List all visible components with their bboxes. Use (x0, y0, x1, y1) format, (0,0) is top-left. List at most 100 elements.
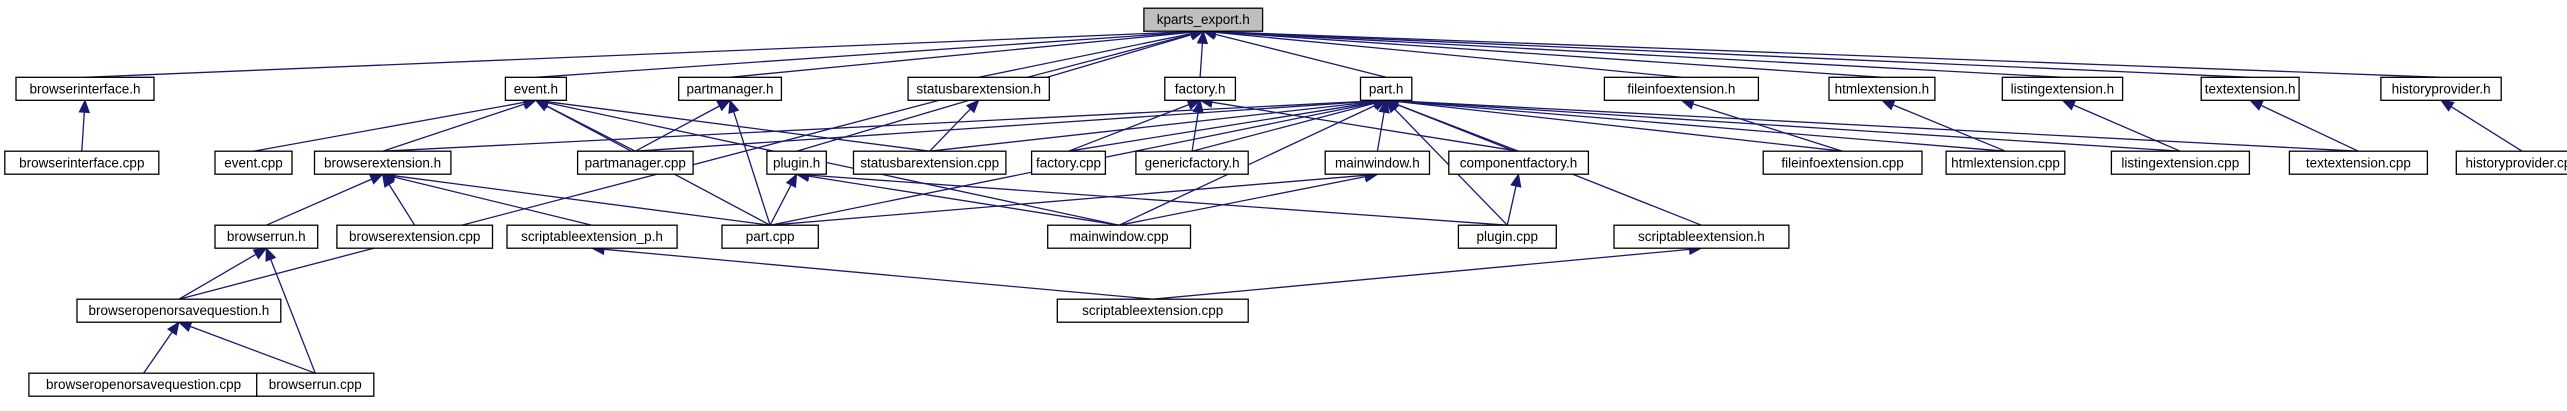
graph-node-mainwindow-h[interactable]: mainwindow.h (1324, 150, 1431, 175)
edge-statusbarextension_cpp-to-part_h (929, 100, 1375, 152)
edge-browseropenorsavequestion_cpp-to-browseropenorsavequestion_h (143, 331, 173, 374)
node-label: componentfactory.h (1460, 155, 1578, 170)
edge-mainwindow_cpp-to-event_h (547, 102, 1120, 226)
graph-node-mainwindow-cpp[interactable]: mainwindow.cpp (1047, 224, 1192, 249)
arrowhead-icon (785, 173, 798, 188)
node-box (721, 224, 819, 249)
graph-node-historyprovider-cpp[interactable]: historyprovider.cpp (2455, 150, 2567, 175)
arrowhead-icon (1378, 99, 1390, 114)
graph-node-factory-h[interactable]: factory.h (1164, 76, 1237, 101)
graph-node-browserextension-cpp[interactable]: browserextension.cpp (336, 224, 494, 249)
graph-node-browserrun-h[interactable]: browserrun.h (214, 224, 319, 249)
edge-browserextension_h-to-part_h (382, 100, 1375, 152)
graph-node-statusbarextension-h[interactable]: statusbarextension.h (907, 76, 1050, 101)
edge-browserinterface_cpp-to-browserinterface_h (81, 112, 85, 152)
node-label: htmlextension.h (1835, 81, 1930, 96)
node-box (506, 224, 678, 249)
arrowhead-icon (265, 246, 277, 262)
edge-htmlextension_cpp-to-htmlextension_h (1892, 104, 2006, 152)
node-label: fileinfoextension.cpp (1781, 155, 1903, 170)
graph-node-plugin-cpp[interactable]: plugin.cpp (1457, 224, 1557, 249)
graph-node-statusbarextension-cpp[interactable]: statusbarextension.cpp (852, 150, 1007, 175)
graph-node-browserextension-h[interactable]: browserextension.h (313, 150, 452, 175)
node-box (2001, 76, 2124, 101)
node-label: browserrun.h (227, 229, 306, 244)
node-box (1030, 150, 1107, 175)
graph-node-plugin-h[interactable]: plugin.h (766, 150, 827, 175)
nodes-layer: kparts_export.h browserinterface.h browser… (4, 7, 2567, 397)
graph-node-genericfactory-h[interactable]: genericfactory.h (1135, 150, 1249, 175)
graph-node-browserrun-cpp[interactable]: browserrun.cpp (256, 372, 375, 397)
node-label: browseropenorsavequestion.h (88, 303, 269, 318)
node-label: factory.h (1175, 81, 1226, 96)
graph-node-browseropenorsavequestion-cpp[interactable]: browseropenorsavequestion.cpp (28, 372, 259, 397)
edge-part_cpp-to-partmanager_h (733, 111, 771, 226)
node-box (766, 150, 827, 175)
node-box (1448, 150, 1590, 175)
graph-node-part-cpp[interactable]: part.cpp (721, 224, 819, 249)
edge-plugin_cpp-to-componentfactory_h (1506, 185, 1517, 226)
edge-event_h-to-kparts_export (535, 31, 1192, 78)
graph-node-textextension-h[interactable]: textextension.h (2200, 76, 2300, 101)
node-label: partmanager.h (686, 81, 773, 96)
node-label: kparts_export.h (1157, 12, 1250, 27)
node-box (852, 150, 1007, 175)
edge-browserextension_h-to-event_h (382, 103, 525, 152)
graph-node-fileinfoextension-h[interactable]: fileinfoextension.h (1603, 76, 1760, 101)
graph-node-scriptableextension-p-h[interactable]: scriptableextension_p.h (506, 224, 678, 249)
graph-node-partmanager-cpp[interactable]: partmanager.cpp (576, 150, 694, 175)
node-label: textextension.cpp (2306, 155, 2411, 170)
edge-listingextension_h-to-kparts_export (1215, 31, 2063, 78)
edge-browserrun_h-to-browserextension_h (266, 178, 372, 226)
graph-node-browserinterface-h[interactable]: browserinterface.h (15, 76, 155, 101)
node-box (1457, 224, 1557, 249)
graph-node-partmanager-h[interactable]: partmanager.h (678, 76, 783, 101)
graph-node-part-h[interactable]: part.h (1359, 76, 1413, 101)
node-label: scriptableextension.cpp (1082, 303, 1223, 318)
node-label: listingextension.h (2011, 81, 2115, 96)
node-box (576, 150, 694, 175)
graph-node-historyprovider-h[interactable]: historyprovider.h (2380, 76, 2502, 101)
node-box (1047, 224, 1192, 249)
graph-node-scriptableextension-h[interactable]: scriptableextension.h (1613, 224, 1790, 249)
node-label: listingextension.cpp (2121, 155, 2239, 170)
graph-node-browseropenorsavequestion-h[interactable]: browseropenorsavequestion.h (76, 298, 282, 323)
arrowhead-icon (1510, 173, 1522, 188)
edge-listingextension_cpp-to-part_h (1398, 100, 2181, 152)
edge-statusbarextension_h-to-kparts_export (978, 32, 1192, 78)
graph-node-event-cpp[interactable]: event.cpp (214, 150, 293, 175)
edge-partmanager_h-to-kparts_export (729, 31, 1192, 78)
node-label: scriptableextension.h (1638, 229, 1765, 244)
graph-node-fileinfoextension-cpp[interactable]: fileinfoextension.cpp (1762, 150, 1923, 175)
graph-node-scriptableextension-cpp[interactable]: scriptableextension.cpp (1056, 298, 1249, 323)
node-box (1945, 150, 2066, 175)
node-box (1603, 76, 1760, 101)
graph-node-event-h[interactable]: event.h (504, 76, 568, 101)
graph-node-htmlextension-h[interactable]: htmlextension.h (1828, 76, 1936, 101)
node-box (2288, 150, 2429, 175)
graph-node-listingextension-h[interactable]: listingextension.h (2001, 76, 2124, 101)
graph-node-listingextension-cpp[interactable]: listingextension.cpp (2110, 150, 2251, 175)
arrowhead-icon (2248, 99, 2264, 111)
node-label: fileinfoextension.h (1627, 81, 1735, 96)
node-label: browseropenorsavequestion.cpp (46, 377, 241, 392)
edge-browserrun_cpp-to-browserrun_h (270, 259, 316, 374)
edge-factory_cpp-to-part_h (1068, 101, 1375, 152)
edge-browserextension_cpp-to-browserextension_h (388, 184, 416, 226)
node-box (15, 76, 155, 101)
graph-node-htmlextension-cpp[interactable]: htmlextension.cpp (1945, 150, 2066, 175)
node-label: browserrun.cpp (269, 377, 362, 392)
node-box (4, 150, 160, 175)
arrowhead-icon (1880, 99, 1896, 111)
node-label: part.cpp (746, 229, 795, 244)
graph-node-browserinterface-cpp[interactable]: browserinterface.cpp (4, 150, 160, 175)
node-box (678, 76, 783, 101)
graph-node-componentfactory-h[interactable]: componentfactory.h (1448, 150, 1590, 175)
graph-node-kparts-export[interactable]: kparts_export.h (1143, 7, 1264, 32)
graph-node-factory-cpp[interactable]: factory.cpp (1030, 150, 1107, 175)
edge-partmanager_cpp-to-partmanager_h (634, 105, 720, 152)
node-label: textextension.h (2205, 81, 2296, 96)
node-label: historyprovider.cpp (2465, 155, 2567, 170)
graph-node-textextension-cpp[interactable]: textextension.cpp (2288, 150, 2429, 175)
